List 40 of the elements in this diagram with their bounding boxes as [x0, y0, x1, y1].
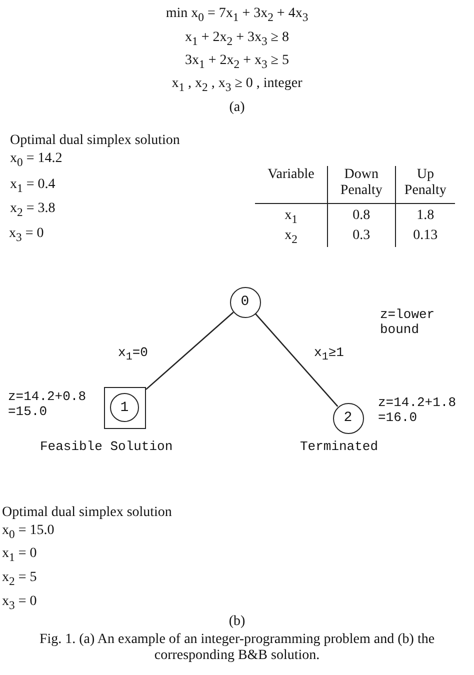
- node-number: 2: [344, 410, 352, 426]
- equation: x$_{3}$ = 0: [2, 594, 38, 612]
- column-header: Up Penalty: [395, 166, 455, 204]
- node-number: 0: [240, 294, 250, 310]
- column-header: Variable: [255, 166, 328, 204]
- table-cell: x$_{2}$: [255, 226, 328, 247]
- node-caption: Terminated: [300, 440, 380, 455]
- table-cell: 0.13: [395, 226, 455, 247]
- bound-text: z=14.2+1.8 =16.0: [378, 396, 458, 426]
- table-cell: x$_{1}$: [255, 204, 328, 227]
- equation: x$_{1}$ = 0.4: [10, 177, 56, 196]
- equation: x$_{1}$ = 0: [2, 546, 38, 564]
- node-circle: [110, 393, 139, 422]
- table-cell: 1.8: [395, 204, 455, 227]
- branch-line: [146, 312, 234, 390]
- figure-caption: Fig. 1. (a) An example of an integer-programming problem and (b) the corresponding B&B solution.: [38, 632, 436, 664]
- node-caption: Feasible Solution: [40, 440, 174, 455]
- equation: x$_{2}$ = 5: [2, 570, 38, 588]
- equation: x$_{0}$ = 15.0: [2, 523, 56, 542]
- bound-text: z=14.2+0.8 =15.0: [8, 390, 88, 420]
- equation: x$_{2}$ = 3.8: [10, 201, 56, 220]
- note: z=lower bound: [380, 308, 436, 338]
- panel-label: (b): [228, 614, 246, 630]
- equation: x$_{1}$ , x$_{2}$ , x$_{3}$ ≥ 0 , integer: [170, 76, 304, 94]
- node-number: 1: [120, 400, 129, 416]
- node-circle: [332, 402, 364, 434]
- equation: x$_{0}$ = 14.2: [10, 151, 64, 170]
- branch-line: [254, 313, 338, 407]
- feasible-box: [104, 387, 146, 429]
- heading: Optimal dual simplex solution: [10, 133, 181, 150]
- table-cell: 0.3: [328, 226, 396, 247]
- table-cell: 0.8: [328, 204, 396, 227]
- equation: x$_{3}$ = 0: [9, 226, 45, 244]
- column-header: Down Penalty: [328, 166, 396, 204]
- equation: min x$_{0}$ = 7x$_{1}$ + 3x$_{2}$ + 4x$_{3}$: [164, 6, 310, 24]
- node-circle: [230, 286, 260, 318]
- heading: Optimal dual simplex solution: [2, 505, 173, 522]
- panel-label: (a): [228, 100, 246, 116]
- equation: x$_{1}$ + 2x$_{2}$ + 3x$_{3}$ ≥ 8: [184, 30, 290, 48]
- equation: 3x$_{1}$ + 2x$_{2}$ + x$_{3}$ ≥ 5: [184, 53, 290, 72]
